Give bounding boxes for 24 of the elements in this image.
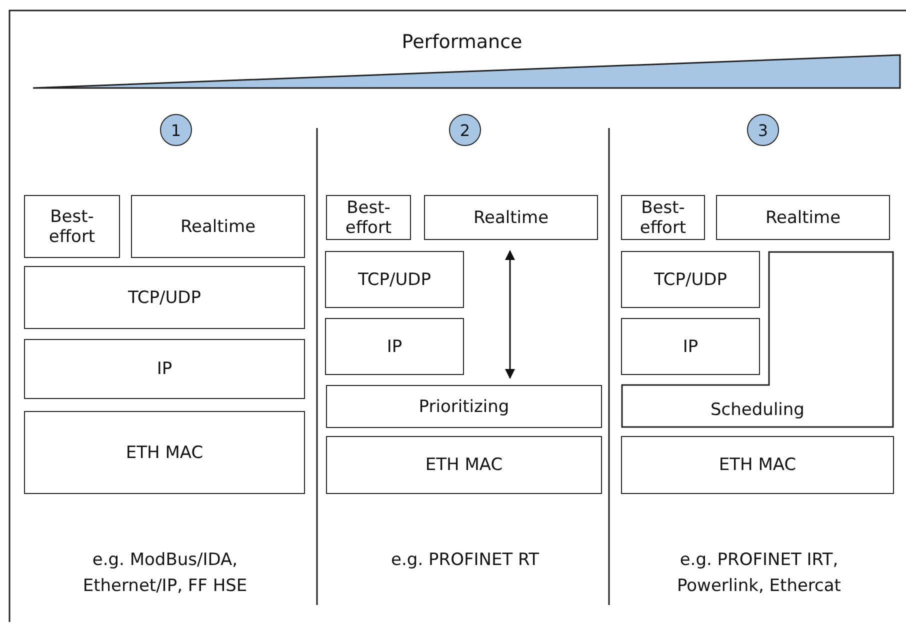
layer-box: ETH MAC [24,411,305,494]
layer-box: TCP/UDP [621,251,760,308]
step-number-circle: 3 [747,114,779,146]
layer-box: Realtime [716,195,890,240]
layer-box: Best-effort [24,195,120,258]
layer-box: ETH MAC [621,436,894,494]
layer-box: ETH MAC [326,436,602,494]
example-text: e.g. PROFINET RT [390,549,540,572]
step-number-circle: 2 [449,114,481,146]
layer-box: Realtime [424,195,598,240]
layer-box: IP [621,318,760,375]
step-number-circle: 1 [160,114,192,146]
layer-box: Best-effort [621,195,705,240]
layer-box: TCP/UDP [325,251,464,308]
example-text: e.g. ModBus/IDA, Ethernet/IP, FF HSE [82,549,248,598]
layer-box: Best-effort [326,195,411,240]
example-text: e.g. PROFINET IRT, Powerlink, Ethercat [676,549,842,598]
axis-title: Performance [400,30,524,55]
layer-box: IP [325,318,464,375]
layer-box: TCP/UDP [24,266,305,329]
double-arrow [505,250,515,379]
layer-box: Realtime [131,195,305,258]
layer-box: IP [24,339,305,399]
layer-box: Prioritizing [326,385,602,428]
